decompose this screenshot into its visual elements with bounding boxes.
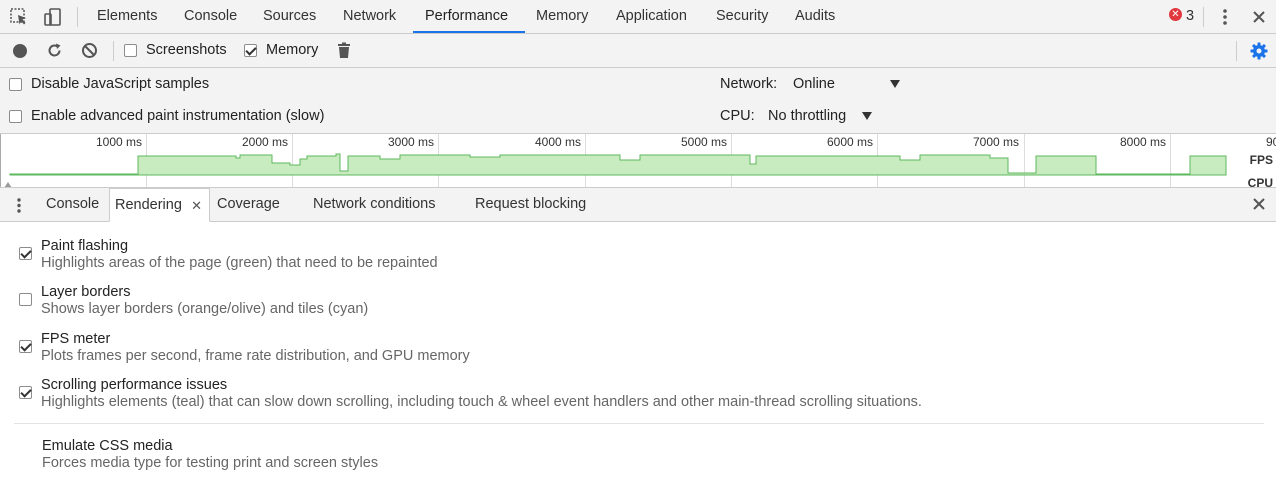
toolbar-divider xyxy=(1203,7,1204,27)
tab-security[interactable]: Security xyxy=(716,8,769,24)
drawer-tab-rendering[interactable]: Rendering ✕ xyxy=(109,188,210,222)
performance-toolbar: Screenshots Memory xyxy=(0,34,1276,68)
scrolling-perf-title[interactable]: Scrolling performance issues xyxy=(41,377,228,393)
advanced-paint-label[interactable]: Enable advanced paint instrumentation (s… xyxy=(31,108,325,124)
network-throttling-select[interactable]: Online xyxy=(793,76,835,92)
tick-gridline xyxy=(1024,134,1025,187)
record-icon[interactable] xyxy=(12,43,28,63)
cpu-throttling-select[interactable]: No throttling xyxy=(768,108,847,124)
drawer-more-icon[interactable] xyxy=(16,197,22,218)
screenshots-label[interactable]: Screenshots xyxy=(146,42,227,58)
capture-settings-panel: Disable JavaScript samples Enable advanc… xyxy=(0,68,1276,134)
tab-elements[interactable]: Elements xyxy=(97,8,158,24)
fps-track-label: FPS xyxy=(1249,153,1273,167)
toolbar-divider xyxy=(1236,41,1237,61)
tick-label: 4000 ms xyxy=(535,135,582,149)
layer-borders-desc: Shows layer borders (orange/olive) and t… xyxy=(41,301,369,317)
overview-left-handle[interactable] xyxy=(0,134,1,187)
trash-icon[interactable] xyxy=(337,42,351,63)
memory-checkbox[interactable] xyxy=(244,44,257,57)
network-dropdown-arrow-icon[interactable] xyxy=(890,80,900,88)
close-tab-icon[interactable]: ✕ xyxy=(191,198,202,213)
tab-console[interactable]: Console xyxy=(184,8,238,24)
device-toolbar-icon[interactable] xyxy=(42,0,64,33)
tab-network[interactable]: Network xyxy=(343,8,397,24)
advanced-paint-checkbox[interactable] xyxy=(9,110,22,123)
scrolling-perf-desc: Highlights elements (teal) that can slow… xyxy=(41,394,922,410)
tab-performance[interactable]: Performance xyxy=(425,8,509,24)
tick-label: 3000 ms xyxy=(388,135,435,149)
screenshots-checkbox[interactable] xyxy=(124,44,137,57)
disable-js-samples-checkbox[interactable] xyxy=(9,78,22,91)
tick-gridline xyxy=(292,134,293,187)
drawer-tab-rendering-label: Rendering xyxy=(115,197,182,213)
more-options-icon[interactable] xyxy=(1215,0,1235,33)
memory-label[interactable]: Memory xyxy=(266,42,319,58)
close-drawer-icon[interactable] xyxy=(1252,197,1266,215)
tick-label: 7000 ms xyxy=(973,135,1020,149)
timeline-overview[interactable]: 1000 ms 2000 ms 3000 ms 4000 ms 5000 ms … xyxy=(0,134,1276,188)
cpu-track-label: CPU xyxy=(1247,176,1273,188)
paint-flashing-checkbox[interactable] xyxy=(19,247,32,260)
fps-meter-desc: Plots frames per second, frame rate dist… xyxy=(41,348,470,364)
drawer-tab-coverage[interactable]: Coverage xyxy=(217,196,280,212)
rendering-pane: Paint flashing Highlights areas of the p… xyxy=(0,222,1276,483)
tick-label: 5000 ms xyxy=(681,135,728,149)
emulate-css-media-desc: Forces media type for testing print and … xyxy=(42,455,379,471)
cpu-label: CPU: xyxy=(720,108,755,124)
tab-memory[interactable]: Memory xyxy=(536,8,589,24)
close-devtools-icon[interactable] xyxy=(1249,0,1269,33)
tick-label: 6000 ms xyxy=(827,135,874,149)
toolbar-divider xyxy=(113,41,114,61)
paint-flashing-desc: Highlights areas of the page (green) tha… xyxy=(41,255,438,271)
reload-record-icon[interactable] xyxy=(46,42,63,63)
capture-settings-gear-icon[interactable] xyxy=(1250,42,1268,64)
active-tab-indicator xyxy=(413,31,525,33)
drawer-tab-console[interactable]: Console xyxy=(46,196,100,212)
cpu-dropdown-arrow-icon[interactable] xyxy=(862,112,872,120)
error-count[interactable]: 3 xyxy=(1186,8,1195,24)
tab-application[interactable]: Application xyxy=(616,8,687,24)
toolbar-divider xyxy=(77,7,78,27)
error-icon[interactable]: ✕ xyxy=(1169,8,1182,21)
drawer-toolbar: Console Rendering ✕ Coverage Network con… xyxy=(0,188,1276,222)
inspect-element-icon[interactable] xyxy=(8,0,30,33)
scrolling-perf-checkbox[interactable] xyxy=(19,386,32,399)
layer-borders-checkbox[interactable] xyxy=(19,293,32,306)
fps-meter-checkbox[interactable] xyxy=(19,340,32,353)
tick-label: 1000 ms xyxy=(96,135,143,149)
tick-label: 90 xyxy=(1266,135,1276,149)
tick-label: 2000 ms xyxy=(242,135,289,149)
layer-borders-title[interactable]: Layer borders xyxy=(41,284,131,300)
network-label: Network: xyxy=(720,76,778,92)
disable-js-samples-label[interactable]: Disable JavaScript samples xyxy=(31,76,210,92)
fps-meter-title[interactable]: FPS meter xyxy=(41,331,111,347)
emulate-css-media-title: Emulate CSS media xyxy=(42,438,173,454)
paint-flashing-title[interactable]: Paint flashing xyxy=(41,238,129,254)
drawer-tab-network-conditions[interactable]: Network conditions xyxy=(313,196,436,212)
clear-icon[interactable] xyxy=(81,42,98,63)
section-divider xyxy=(14,423,1264,424)
tick-gridline xyxy=(1170,134,1171,187)
main-toolbar: Elements Console Sources Network Perform… xyxy=(0,0,1276,34)
tick-label: 8000 ms xyxy=(1120,135,1167,149)
fps-graph xyxy=(4,153,1227,187)
tab-audits[interactable]: Audits xyxy=(795,8,836,24)
tab-sources[interactable]: Sources xyxy=(263,8,317,24)
drawer-tab-request-blocking[interactable]: Request blocking xyxy=(475,196,587,212)
